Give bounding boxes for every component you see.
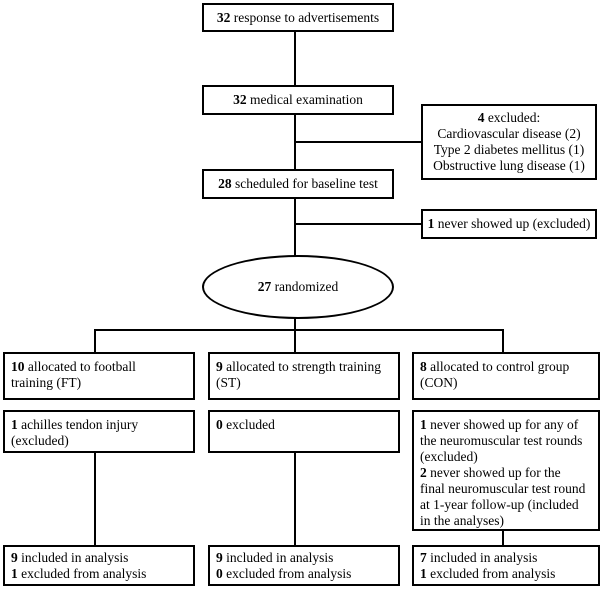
football-included-label: included in analysis: [17, 550, 129, 565]
connector-st-analysis: [294, 452, 296, 545]
connector-split-horizontal: [94, 329, 504, 331]
responses-box: 32 response to advertisements: [202, 3, 394, 32]
randomized-label: randomized: [271, 279, 339, 294]
control-dropout-line5: final neuromuscular test round: [420, 481, 586, 496]
connector-baseline-randomized: [294, 198, 296, 256]
medical-count: 32: [233, 92, 247, 107]
strength-count: 9: [216, 359, 223, 374]
excluded-reason-diabetes: Type 2 diabetes mellitus (1): [433, 142, 585, 157]
football-analysis-box: 9 included in analysis 1 excluded from a…: [3, 545, 195, 586]
football-excluded-count: 1: [11, 566, 18, 581]
connector-ft-analysis: [94, 452, 96, 545]
connector-randomized-split: [294, 318, 296, 330]
control-dropout-line7: in the analyses): [420, 513, 504, 528]
excluded-medical-box: 4 excluded: Cardiovascular disease (2) T…: [421, 104, 597, 180]
control-dropout-count2: 2: [420, 465, 427, 480]
control-analysis-box: 7 included in analysis 1 excluded from a…: [412, 545, 600, 586]
strength-excluded-count: 0: [216, 566, 223, 581]
control-dropout-line4: never showed up for the: [426, 465, 561, 480]
football-label-line1: allocated to football: [24, 359, 136, 374]
never-showed-box: 1 never showed up (excluded): [421, 209, 597, 239]
control-excluded-count: 1: [420, 566, 427, 581]
connector-split-con: [502, 329, 504, 352]
control-dropout-line2: the neuromuscular test rounds: [420, 433, 583, 448]
never-showed-count: 1: [427, 216, 435, 231]
never-showed-label: never showed up (excluded): [434, 216, 591, 231]
control-dropout-line1: never showed up for any of: [426, 417, 579, 432]
control-allocation-box: 8 allocated to control group (CON): [412, 352, 600, 400]
strength-dropout-line1: excluded: [222, 417, 275, 432]
medical-label: medical examination: [246, 92, 363, 107]
strength-dropout-count: 0: [216, 417, 223, 432]
football-count: 10: [11, 359, 25, 374]
connector-to-excluded1: [295, 141, 421, 143]
football-dropout-box: 1 achilles tendon injury (excluded): [3, 410, 195, 453]
excluded-reason-lung: Obstructive lung disease (1): [433, 158, 585, 173]
football-dropout-line2: (excluded): [11, 433, 69, 448]
control-dropout-line6: at 1-year follow-up (included: [420, 497, 579, 512]
randomized-count: 27: [257, 279, 272, 294]
football-included-count: 9: [11, 550, 18, 565]
excluded-medical-count: 4: [477, 110, 485, 125]
responses-count: 32: [216, 10, 231, 25]
responses-label: response to advertisements: [230, 10, 380, 25]
control-excluded-label: excluded from analysis: [426, 566, 556, 581]
strength-excluded-label: excluded from analysis: [222, 566, 352, 581]
control-label-line1: allocated to control group: [426, 359, 570, 374]
strength-included-label: included in analysis: [222, 550, 334, 565]
football-dropout-count: 1: [11, 417, 18, 432]
control-dropout-line3: (excluded): [420, 449, 478, 464]
football-label-line2: training (FT): [11, 375, 82, 390]
control-dropout-box: 1 never showed up for any of the neuromu…: [412, 410, 600, 531]
connector-split-ft: [94, 329, 96, 352]
control-included-count: 7: [420, 550, 427, 565]
strength-dropout-box: 0 excluded: [208, 410, 400, 453]
football-dropout-line1: achilles tendon injury: [17, 417, 139, 432]
control-count: 8: [420, 359, 427, 374]
control-label-line2: (CON): [420, 375, 458, 390]
strength-included-count: 9: [216, 550, 223, 565]
connector-con-analysis: [502, 530, 504, 545]
baseline-label: scheduled for baseline test: [231, 176, 378, 191]
control-included-label: included in analysis: [426, 550, 538, 565]
medical-examination-box: 32 medical examination: [202, 85, 394, 115]
connector-split-st: [294, 329, 296, 352]
strength-analysis-box: 9 included in analysis 0 excluded from a…: [208, 545, 400, 586]
connector-top-medical: [294, 31, 296, 85]
randomized-node: 27 randomized: [202, 255, 394, 319]
excluded-reason-cardiovascular: Cardiovascular disease (2): [437, 126, 581, 141]
football-excluded-label: excluded from analysis: [17, 566, 147, 581]
strength-label-line2: (ST): [216, 375, 241, 390]
strength-allocation-box: 9 allocated to strength training (ST): [208, 352, 400, 400]
strength-label-line1: allocated to strength training: [222, 359, 381, 374]
baseline-test-box: 28 scheduled for baseline test: [202, 169, 394, 199]
excluded-medical-label: excluded:: [484, 110, 541, 125]
connector-to-noshow: [295, 223, 421, 225]
baseline-count: 28: [218, 176, 232, 191]
control-dropout-count1: 1: [420, 417, 427, 432]
football-allocation-box: 10 allocated to football training (FT): [3, 352, 195, 400]
